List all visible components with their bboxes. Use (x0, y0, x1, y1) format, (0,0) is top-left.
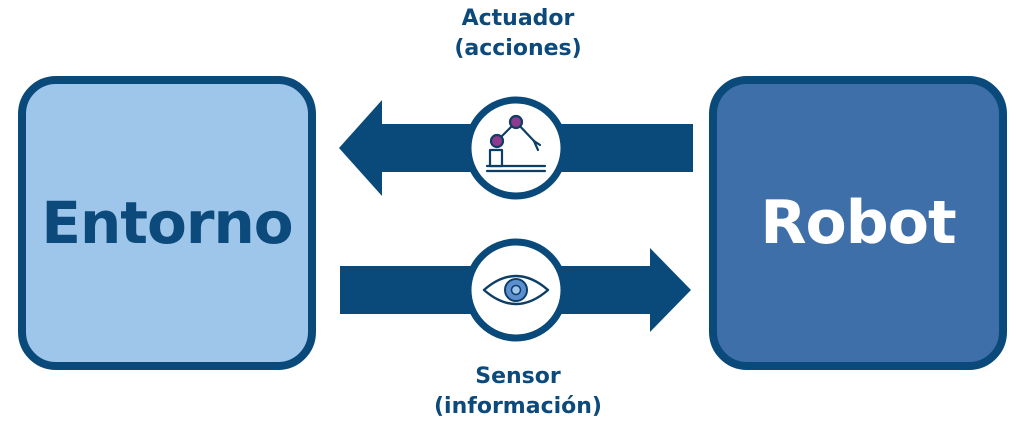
sensor-caption: Sensor (información) (412, 362, 624, 422)
environment-label: Entorno (41, 189, 293, 257)
actuator-icon-circle (464, 96, 568, 200)
eye-icon (482, 274, 550, 306)
sensor-title: Sensor (475, 364, 561, 389)
robot-arm-icon (485, 114, 547, 173)
robot-box: Robot (709, 76, 1007, 370)
environment-box: Entorno (18, 76, 316, 370)
sensor-subtitle: (información) (434, 394, 602, 419)
robot-label: Robot (760, 188, 956, 258)
actuator-subtitle: (acciones) (454, 36, 582, 61)
actuator-title: Actuador (461, 6, 575, 31)
actuator-caption: Actuador (acciones) (412, 4, 624, 64)
